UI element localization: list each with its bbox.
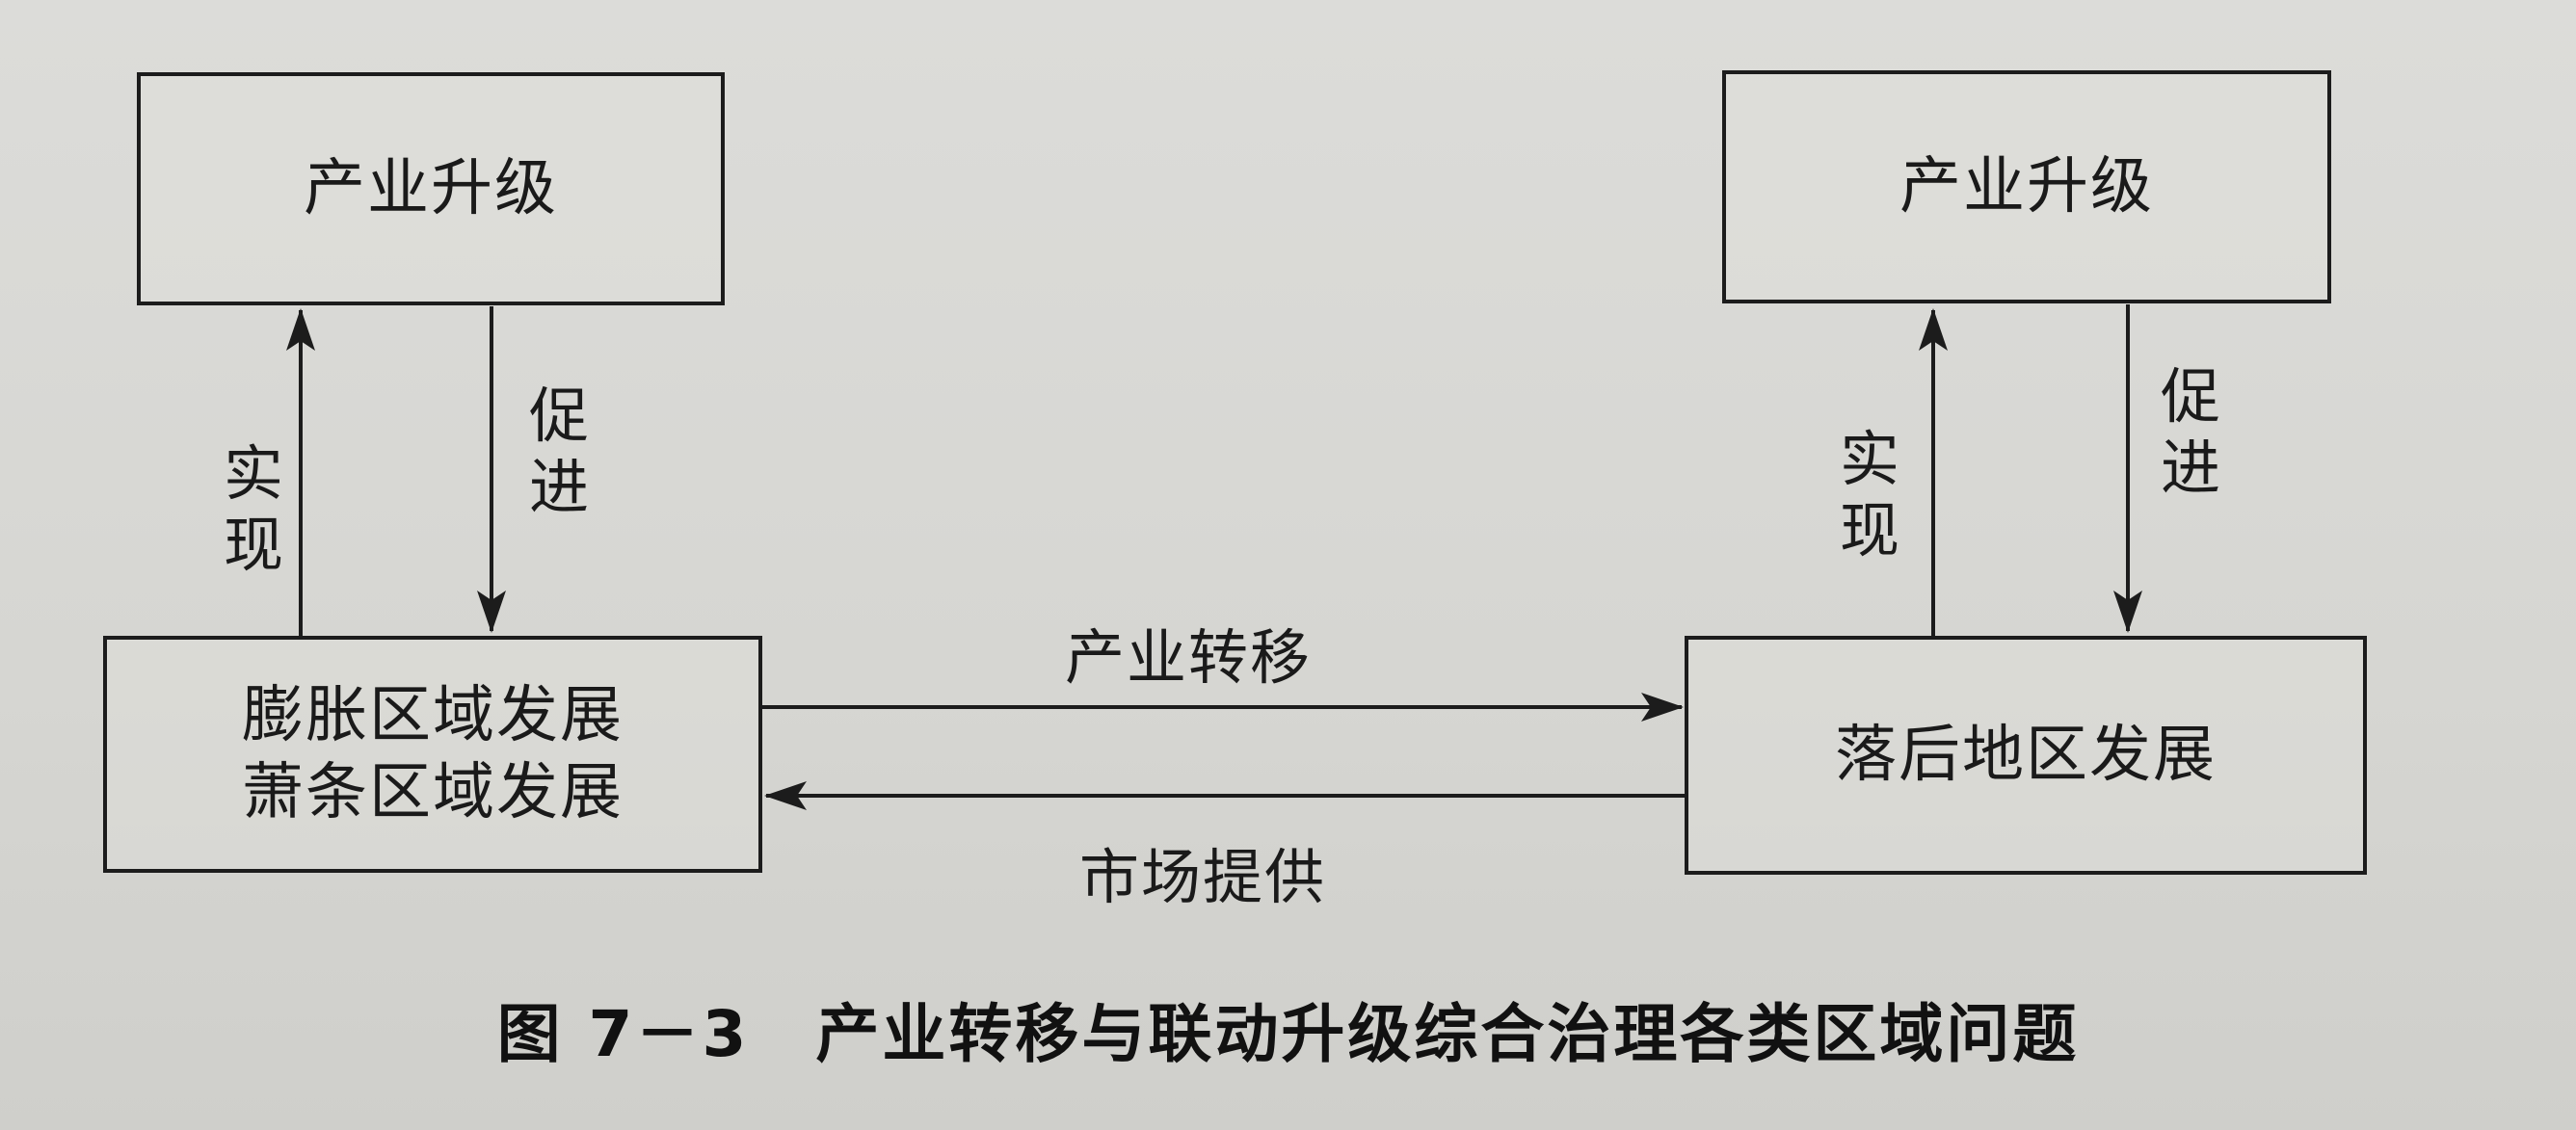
left-region-line2: 萧条区域发展 bbox=[242, 757, 624, 828]
right-region-box: 落后地区发展 bbox=[1685, 636, 2367, 875]
right-upgrade-label: 产业升级 bbox=[1899, 151, 2154, 223]
left-region-line1: 膨胀区域发展 bbox=[242, 680, 624, 751]
right-promote-label: 促进 bbox=[2160, 361, 2220, 504]
figure-caption: 图 7－3 产业转移与联动升级综合治理各类区域问题 bbox=[496, 997, 2080, 1071]
right-realize-label: 实现 bbox=[1839, 424, 1899, 566]
industry-transfer-label: 产业转移 bbox=[1065, 622, 1313, 693]
left-realize-label: 实现 bbox=[223, 438, 283, 581]
left-upgrade-box: 产业升级 bbox=[137, 72, 725, 305]
left-promote-label: 促进 bbox=[528, 381, 589, 523]
left-region-box: 膨胀区域发展 萧条区域发展 bbox=[103, 636, 762, 873]
right-region-label: 落后地区发展 bbox=[1835, 720, 2217, 791]
left-upgrade-label: 产业升级 bbox=[304, 153, 558, 224]
right-upgrade-box: 产业升级 bbox=[1722, 70, 2331, 303]
market-provision-label: 市场提供 bbox=[1079, 842, 1327, 912]
left-region-label: 膨胀区域发展 萧条区域发展 bbox=[242, 677, 624, 831]
